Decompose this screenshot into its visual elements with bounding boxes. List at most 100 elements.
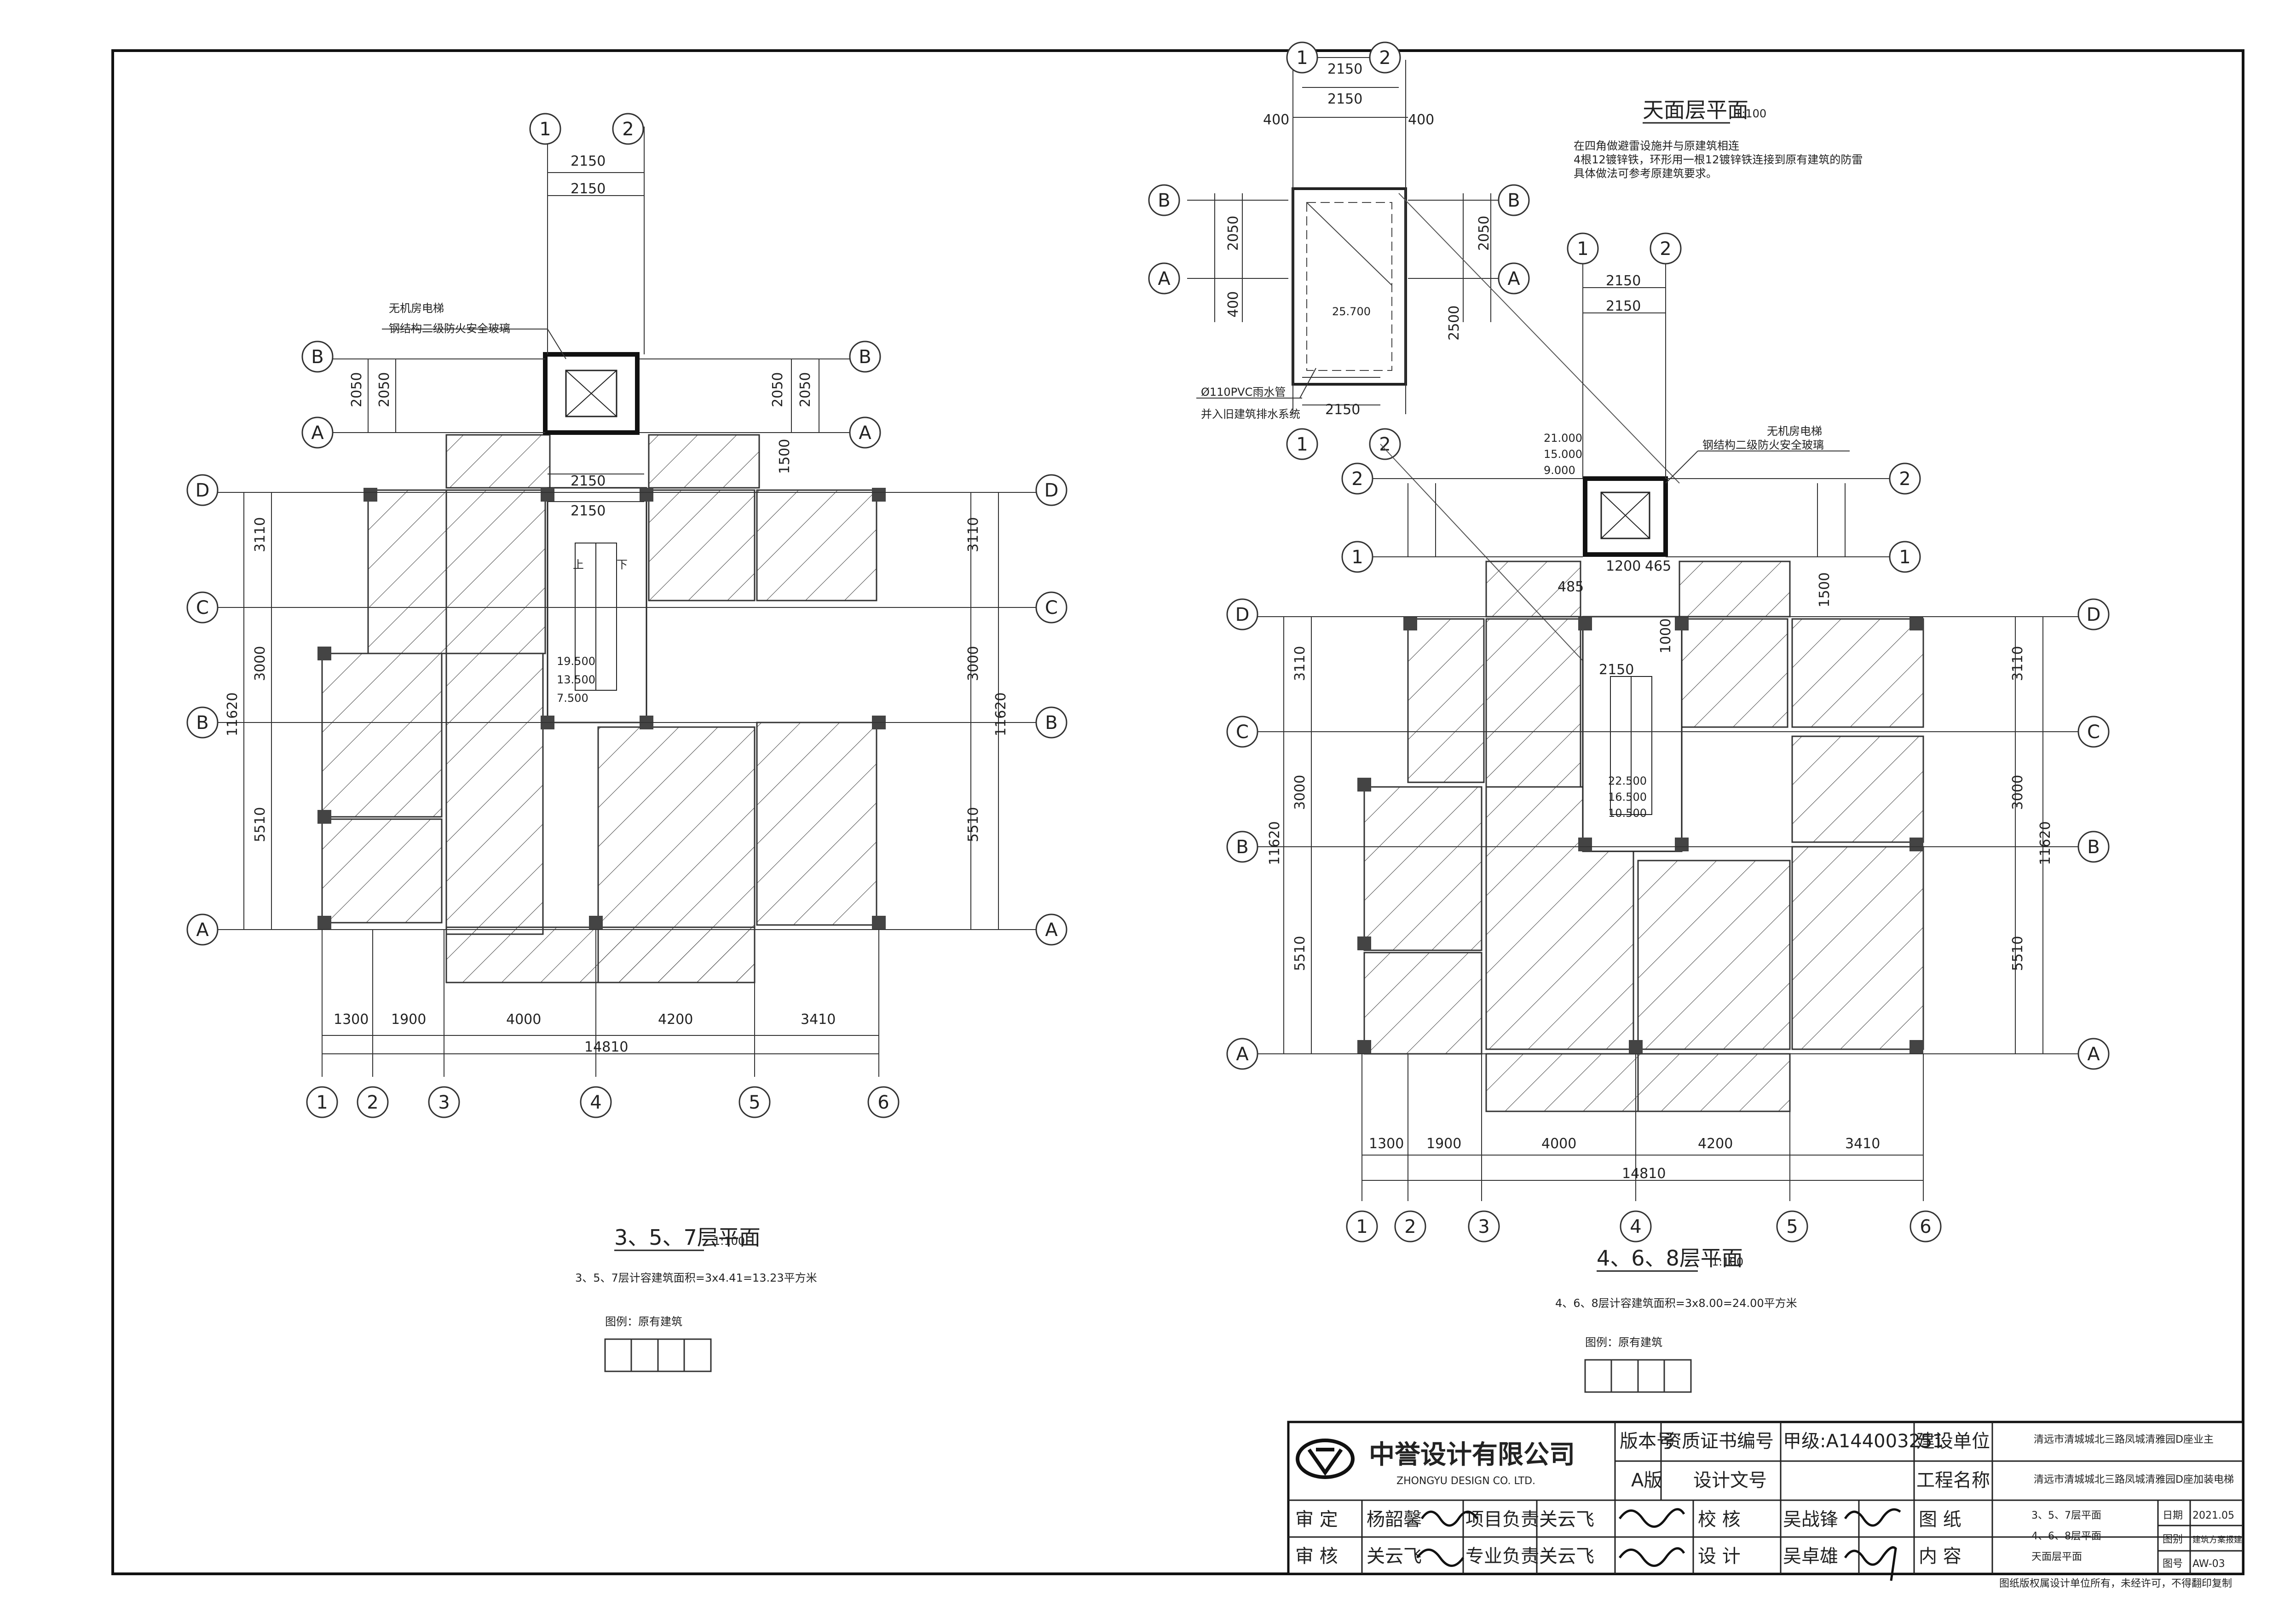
svg-text:B: B [1507,190,1520,211]
svg-text:15.000: 15.000 [1544,448,1582,461]
svg-text:2: 2 [1660,238,1671,260]
svg-text:5510: 5510 [2010,936,2026,971]
svg-text:2150: 2150 [1327,91,1362,107]
right-plan-scale: 1:100 [1712,1255,1743,1268]
svg-text:2050: 2050 [1225,216,1241,251]
left-plan-title: 3、5、7层平面 [614,1225,761,1250]
svg-text:3000: 3000 [2010,775,2026,810]
left-plan-dimensions: 1300 1900 4000 4200 3410 14810 2150 2150… [225,153,1009,1055]
svg-text:2: 2 [1899,468,1910,490]
svg-text:A: A [2087,1044,2100,1065]
review-label: 审 核 [1295,1546,1338,1567]
svg-text:2: 2 [367,1092,378,1113]
left-floor-plan: 1300 1900 4000 4200 3410 14810 2150 2150… [186,113,1067,1372]
roof-dimensions: 2150 2150 400 400 2050 2050 2500 400 215… [1225,61,1492,418]
svg-text:5510: 5510 [965,807,981,842]
roof-axis-bubbles [1148,41,1530,460]
roof-plan-title: 天面层平面 [1643,98,1748,122]
svg-text:B: B [1236,837,1248,858]
svg-text:1200: 1200 [1606,558,1641,574]
existing-building-hatch-right [1363,561,1924,1112]
company-logo-icon [1296,1439,1355,1479]
svg-text:14810: 14810 [584,1039,628,1055]
svg-text:2150: 2150 [1599,662,1634,678]
svg-text:11620: 11620 [993,693,1009,736]
date-label: 日期 [2163,1510,2183,1521]
drawing-content-2: 4、6、8层平面 [2031,1531,2101,1542]
svg-text:6: 6 [877,1092,889,1113]
specialty-lead-label: 专业负责 [1465,1546,1539,1567]
svg-text:4根12镀锌铁，环形用一根12镀锌铁连接到原有建筑的防雷: 4根12镀锌铁，环形用一根12镀锌铁连接到原有建筑的防雷 [1574,153,1863,166]
svg-text:2: 2 [622,119,634,140]
svg-text:A: A [196,919,209,941]
right-axis-labels: 1 2 3 4 5 6 D C B A D C B A 1 2 2 1 2 1 [1235,238,2101,1237]
svg-text:3: 3 [1478,1216,1489,1237]
svg-text:2150: 2150 [571,153,606,169]
svg-text:2: 2 [1351,468,1363,490]
sheet-border [111,49,2244,1575]
svg-text:2050: 2050 [376,372,392,407]
approve-label: 审 定 [1295,1509,1338,1530]
right-legend-label: 图例：原有建筑 [1585,1336,1662,1349]
svg-text:在四角做避雷设施并与原建筑相连: 在四角做避雷设施并与原建筑相连 [1574,139,1739,152]
svg-text:3000: 3000 [965,646,981,681]
svg-text:4000: 4000 [1541,1136,1576,1152]
project-lead-label: 项目负责 [1465,1509,1539,1530]
left-legend-boxes [604,1338,712,1372]
svg-text:1: 1 [539,119,551,140]
svg-text:B: B [2087,837,2100,858]
svg-text:3110: 3110 [1292,646,1308,681]
roof-level: 25.700 [1332,305,1371,318]
svg-text:5: 5 [749,1092,760,1113]
svg-text:1: 1 [1577,238,1588,260]
roof-pipe-label: Ø110PVC雨水管 [1201,386,1286,399]
svg-text:2150: 2150 [571,503,606,519]
svg-text:400: 400 [1263,112,1289,128]
svg-text:21.000: 21.000 [1544,432,1582,445]
svg-text:10.500: 10.500 [1608,807,1647,820]
right-floor-plan: 1300 1900 4000 4200 3410 14810 2150 2150… [1226,232,2110,1393]
svg-text:6: 6 [1920,1216,1931,1237]
roof-pipe-label-2: 并入旧建筑排水系统 [1201,408,1300,421]
existing-building-hatch [321,434,877,983]
svg-text:2050: 2050 [770,372,786,407]
design-doc-label: 设计文号 [1693,1470,1767,1491]
svg-text:14810: 14810 [1622,1166,1666,1182]
project-value: 清远市清城城北三路凤城清雅园D座加装电梯 [2034,1474,2234,1485]
svg-text:2050: 2050 [797,372,813,407]
svg-text:3110: 3110 [965,517,981,552]
svg-text:3: 3 [438,1092,450,1113]
drawing-type-label: 图别 [2163,1534,2183,1545]
design-name: 吴卓雄 [1783,1546,1838,1567]
svg-text:9.000: 9.000 [1544,464,1575,477]
svg-text:1300: 1300 [334,1011,369,1028]
svg-text:A: A [311,422,324,444]
svg-text:C: C [196,597,209,618]
svg-text:7.500: 7.500 [557,692,588,705]
svg-text:22.500: 22.500 [1608,774,1647,787]
svg-text:13.500: 13.500 [557,673,595,686]
svg-text:具体做法可参考原建筑要求。: 具体做法可参考原建筑要求。 [1574,167,1717,180]
approve-name: 杨韶馨 [1367,1509,1422,1530]
svg-text:2150: 2150 [571,473,606,489]
svg-text:5510: 5510 [1292,936,1308,971]
check-name: 吴战锋 [1783,1509,1838,1530]
svg-text:1500: 1500 [1817,572,1833,607]
svg-text:485: 485 [1558,579,1584,595]
specialty-lead-name: 关云飞 [1539,1546,1594,1567]
svg-text:1900: 1900 [1426,1136,1461,1152]
left-level-marks: 19.500 13.500 7.500 上 下 [557,558,628,705]
version-value: A版 [1631,1470,1662,1491]
project-label: 工程名称 [1916,1470,1990,1491]
svg-text:465: 465 [1645,558,1671,574]
svg-text:11620: 11620 [2037,821,2054,865]
review-name: 关云飞 [1367,1546,1422,1567]
drawing-type-value: 建筑方案报建 [2192,1535,2242,1545]
svg-text:上: 上 [573,558,584,571]
svg-text:3110: 3110 [252,517,268,552]
svg-text:11620: 11620 [225,693,241,736]
design-label: 设 计 [1698,1546,1741,1567]
left-axis-labels: 1 2 3 4 5 6 D C B A D C B A 1 2 B A B A [196,119,1059,1113]
svg-text:B: B [1045,712,1057,734]
svg-text:2150: 2150 [1325,402,1360,418]
